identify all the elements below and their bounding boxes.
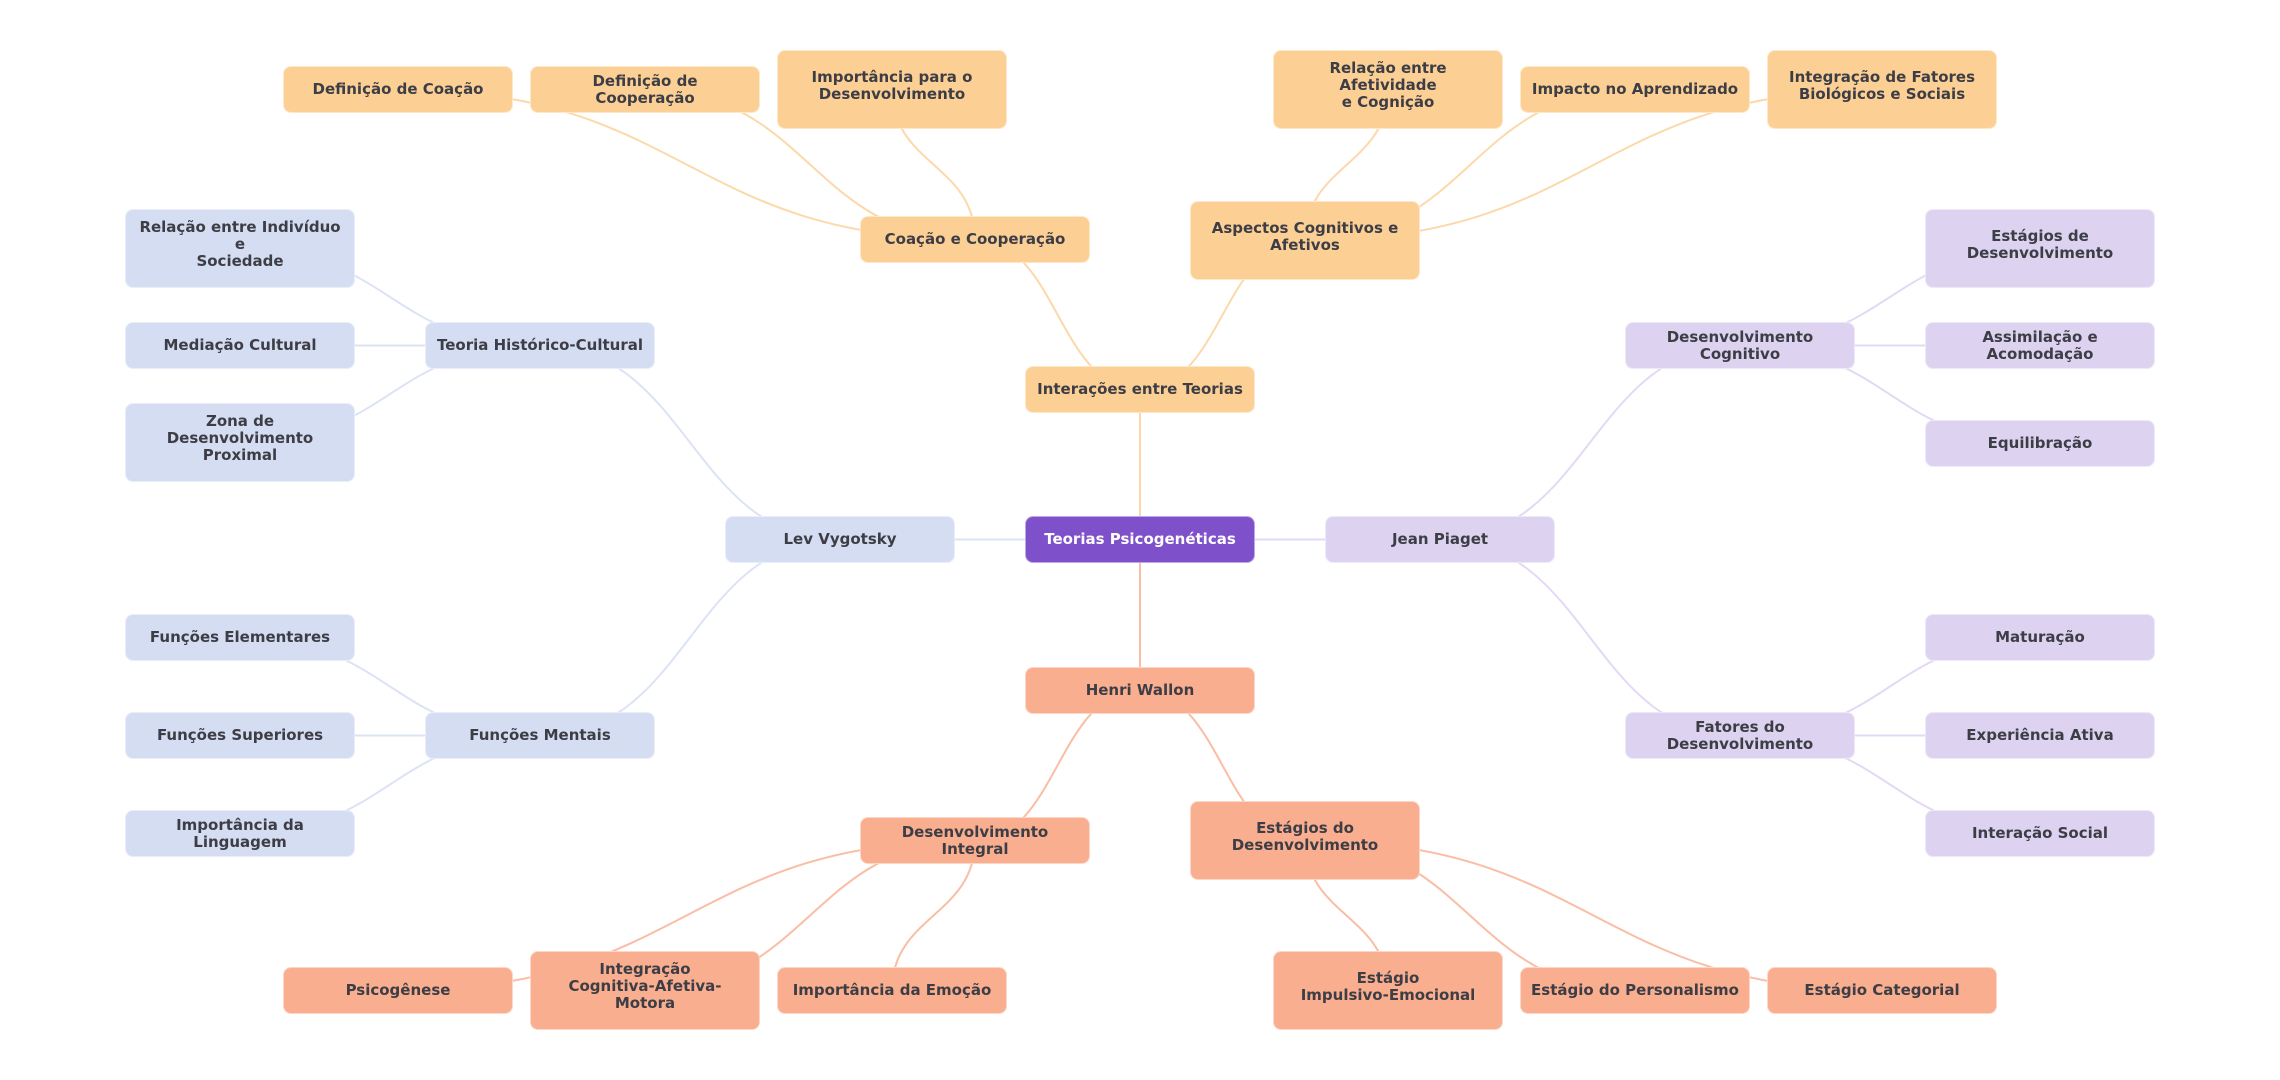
node-label: Fatores do Desenvolvimento [1666,717,1814,753]
node-estagio-categorial[interactable]: Estágio Categorial [1767,967,1997,1014]
node-fatores-do-desenvolvimento[interactable]: Fatores do Desenvolvimento [1625,712,1855,759]
node-estagios-de-desenvolvimento[interactable]: Estágios de Desenvolvimento [1925,209,2155,288]
edge-desenv_int-to-imp_emocao [891,840,976,991]
node-label: Estágio Impulsivo-Emocional [1300,968,1476,1004]
node-estagio-do-personalismo[interactable]: Estágio do Personalismo [1520,967,1750,1014]
node-label: Desenvolvimento Integral [901,822,1049,858]
edge-piaget-to-desenv_cog [1439,344,1741,541]
node-estagios-do-desenvolvimento[interactable]: Estágios do Desenvolvimento [1190,801,1420,880]
node-label: Maturação [1995,628,2085,646]
node-label: Estágio Categorial [1804,981,1960,999]
node-label: Funções Mentais [469,726,611,744]
node-label: Estágios do Desenvolvimento [1231,818,1379,854]
node-relacao-afetividade-cognicao[interactable]: Relação entre Afetividade e Cognição [1273,50,1503,129]
node-label: Integração de Fatores Biológicos e Socia… [1789,67,1975,103]
node-label: Desenvolvimento Cognitivo [1666,327,1814,363]
node-interacoes-entre-teorias[interactable]: Interações entre Teorias [1025,366,1255,413]
node-label: Aspectos Cognitivos e Afetivos [1211,218,1399,254]
edge-piaget-to-fatores [1439,538,1741,737]
node-label: Psicogênese [345,981,451,999]
node-label: Funções Superiores [156,726,324,744]
node-label: Assimilação e Acomodação [1982,327,2098,363]
node-label: Interação Social [1971,824,2109,842]
node-label: Estágio do Personalismo [1531,981,1739,999]
node-label: Mediação Cultural [163,336,317,354]
edge-vygotsky-to-funcoes_mentais [539,538,841,737]
node-label: Henri Wallon [1085,681,1195,699]
node-desenvolvimento-cognitivo[interactable]: Desenvolvimento Cognitivo [1625,322,1855,369]
node-label: Teoria Histórico-Cultural [436,336,643,354]
node-label: Relação entre Afetividade e Cognição [1329,59,1447,111]
node-funcoes-superiores[interactable]: Funções Superiores [125,712,355,759]
node-importancia-para-o-desenvolvimento[interactable]: Importância para o Desenvolvimento [777,50,1007,129]
node-estagio-impulsivo-emocional[interactable]: Estágio Impulsivo-Emocional [1273,951,1503,1030]
node-assimilacao-e-acomodacao[interactable]: Assimilação e Acomodação [1925,322,2155,369]
node-label: Importância para o Desenvolvimento [811,67,973,103]
node-importancia-da-linguagem[interactable]: Importância da Linguagem [125,810,355,857]
node-integracao-fatores-biologicos-sociais[interactable]: Integração de Fatores Biológicos e Socia… [1767,50,1997,129]
node-label: Equilibração [1987,434,2093,452]
node-importancia-da-emocao[interactable]: Importância da Emoção [777,967,1007,1014]
node-label: Jean Piaget [1391,530,1489,548]
node-psicogenese[interactable]: Psicogênese [283,967,513,1014]
node-henri-wallon[interactable]: Henri Wallon [1025,667,1255,714]
node-funcoes-elementares[interactable]: Funções Elementares [125,614,355,661]
node-maturacao[interactable]: Maturação [1925,614,2155,661]
node-label: Interações entre Teorias [1037,380,1243,398]
node-label: Estágios de Desenvolvimento [1966,226,2114,262]
node-definicao-de-cooperacao[interactable]: Definição de Cooperação [530,66,760,113]
node-coacao-e-cooperacao[interactable]: Coação e Cooperação [860,216,1090,263]
node-label: Lev Vygotsky [783,530,897,548]
node-label: Definição de Cooperação [592,71,698,107]
node-interacao-social[interactable]: Interação Social [1925,810,2155,857]
node-lev-vygotsky[interactable]: Lev Vygotsky [725,516,955,563]
node-label: Importância da Linguagem [176,815,304,851]
node-impacto-no-aprendizado[interactable]: Impacto no Aprendizado [1520,66,1750,113]
node-label: Experiência Ativa [1966,726,2114,744]
node-label: Teorias Psicogenéticas [1044,530,1236,548]
node-teoria-historico-cultural[interactable]: Teoria Histórico-Cultural [425,322,655,369]
node-mediacao-cultural[interactable]: Mediação Cultural [125,322,355,369]
node-label: Relação entre Indivíduo e Sociedade [139,218,341,270]
node-label: Zona de Desenvolvimento Proximal [166,412,314,464]
node-equilibracao[interactable]: Equilibração [1925,420,2155,467]
node-experiencia-ativa[interactable]: Experiência Ativa [1925,712,2155,759]
edge-vygotsky-to-teoria_hc [539,344,841,541]
node-aspectos-cognitivos-e-afetivos[interactable]: Aspectos Cognitivos e Afetivos [1190,201,1420,280]
node-label: Impacto no Aprendizado [1531,80,1739,98]
node-label: Importância da Emoção [792,981,992,999]
node-zona-desenvolvimento-proximal[interactable]: Zona de Desenvolvimento Proximal [125,403,355,482]
node-relacao-individuo-sociedade[interactable]: Relação entre Indivíduo e Sociedade [125,209,355,288]
node-definicao-de-coacao[interactable]: Definição de Coação [283,66,513,113]
node-root-teorias-psicogeneticas[interactable]: Teorias Psicogenéticas [1025,516,1255,563]
node-label: Funções Elementares [149,628,331,646]
node-integracao-cognitiva-afetiva-motora[interactable]: Integração Cognitiva-Afetiva-Motora [530,951,760,1030]
node-label: Definição de Coação [312,80,484,98]
node-funcoes-mentais[interactable]: Funções Mentais [425,712,655,759]
node-label: Coação e Cooperação [884,230,1066,248]
node-desenvolvimento-integral[interactable]: Desenvolvimento Integral [860,817,1090,864]
node-jean-piaget[interactable]: Jean Piaget [1325,516,1555,563]
node-label: Integração Cognitiva-Afetiva-Motora [568,960,722,1012]
